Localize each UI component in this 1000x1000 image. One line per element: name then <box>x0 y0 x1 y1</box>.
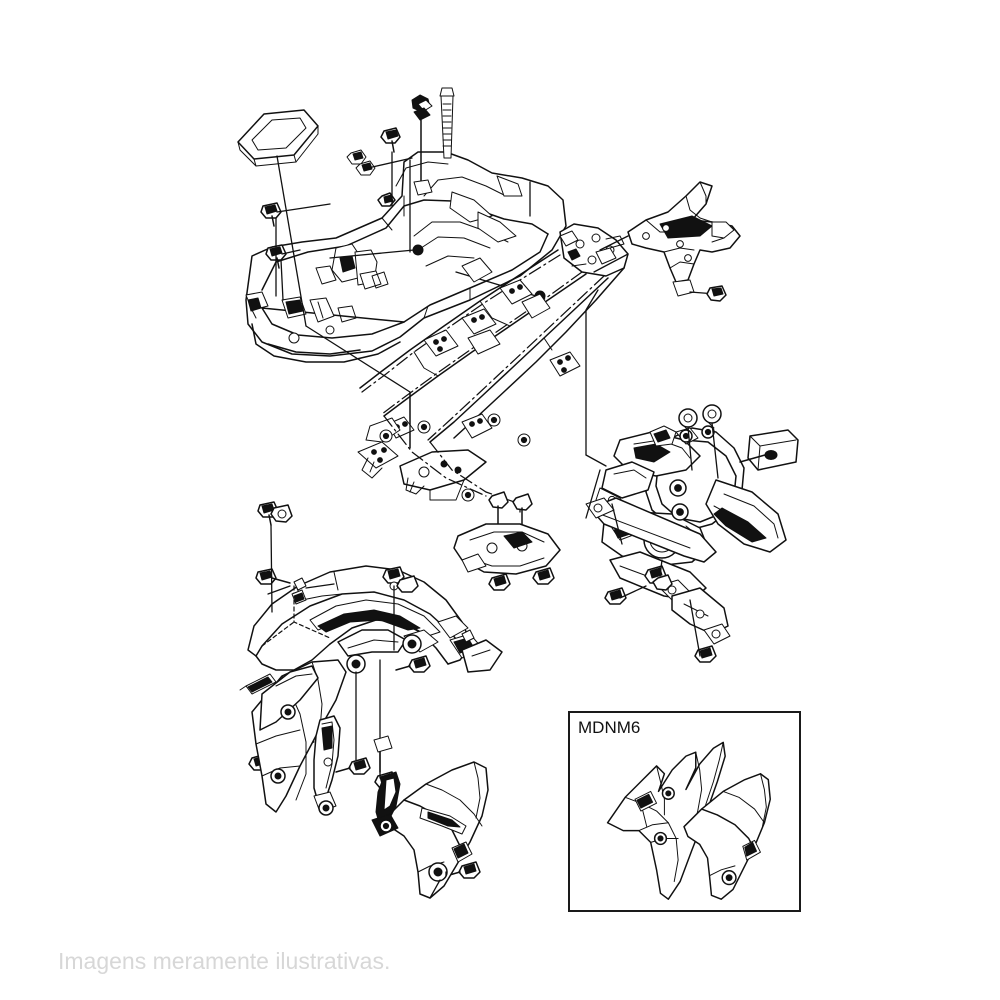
leader-line <box>711 422 719 479</box>
part-reflector <box>739 429 799 471</box>
part-seal-pad <box>237 109 319 167</box>
fasteners-upper-left <box>260 127 546 302</box>
group-side-cowl <box>371 735 489 899</box>
leader-line <box>687 426 693 471</box>
group-subframe-phantom <box>357 223 629 505</box>
inset-label: MDNM6 <box>578 718 641 737</box>
leader-line <box>659 559 663 577</box>
group-rear-bracket <box>627 181 741 302</box>
leader-line <box>611 503 623 545</box>
group-rear-inner-fender <box>245 151 567 363</box>
leader-line <box>429 879 441 899</box>
group-lower-center-bracket <box>453 523 561 591</box>
leader-line <box>585 454 607 467</box>
leader-line <box>267 585 291 595</box>
group-license-plate-holder <box>585 404 787 663</box>
footer-disclaimer: Imagens meramente ilustrativas. <box>58 948 391 974</box>
group-fender-bracket <box>313 715 341 816</box>
part-wire-clip <box>411 94 433 196</box>
fastener-knob <box>512 493 533 511</box>
leader-line <box>585 289 599 456</box>
leader-line <box>280 259 284 301</box>
leader-line <box>585 469 601 519</box>
leader-line <box>270 524 273 613</box>
leader-line <box>276 155 307 327</box>
leader-line <box>305 583 335 589</box>
inset-detail-box <box>568 711 801 912</box>
inset-illustration <box>606 741 771 900</box>
fastener-knob <box>488 491 509 509</box>
leader-line <box>599 235 629 251</box>
part-cable-tie <box>439 87 455 159</box>
leader-line <box>619 585 647 599</box>
group-side-fairing-left <box>239 659 347 813</box>
leader-line <box>689 599 701 657</box>
leader-line <box>593 253 629 273</box>
